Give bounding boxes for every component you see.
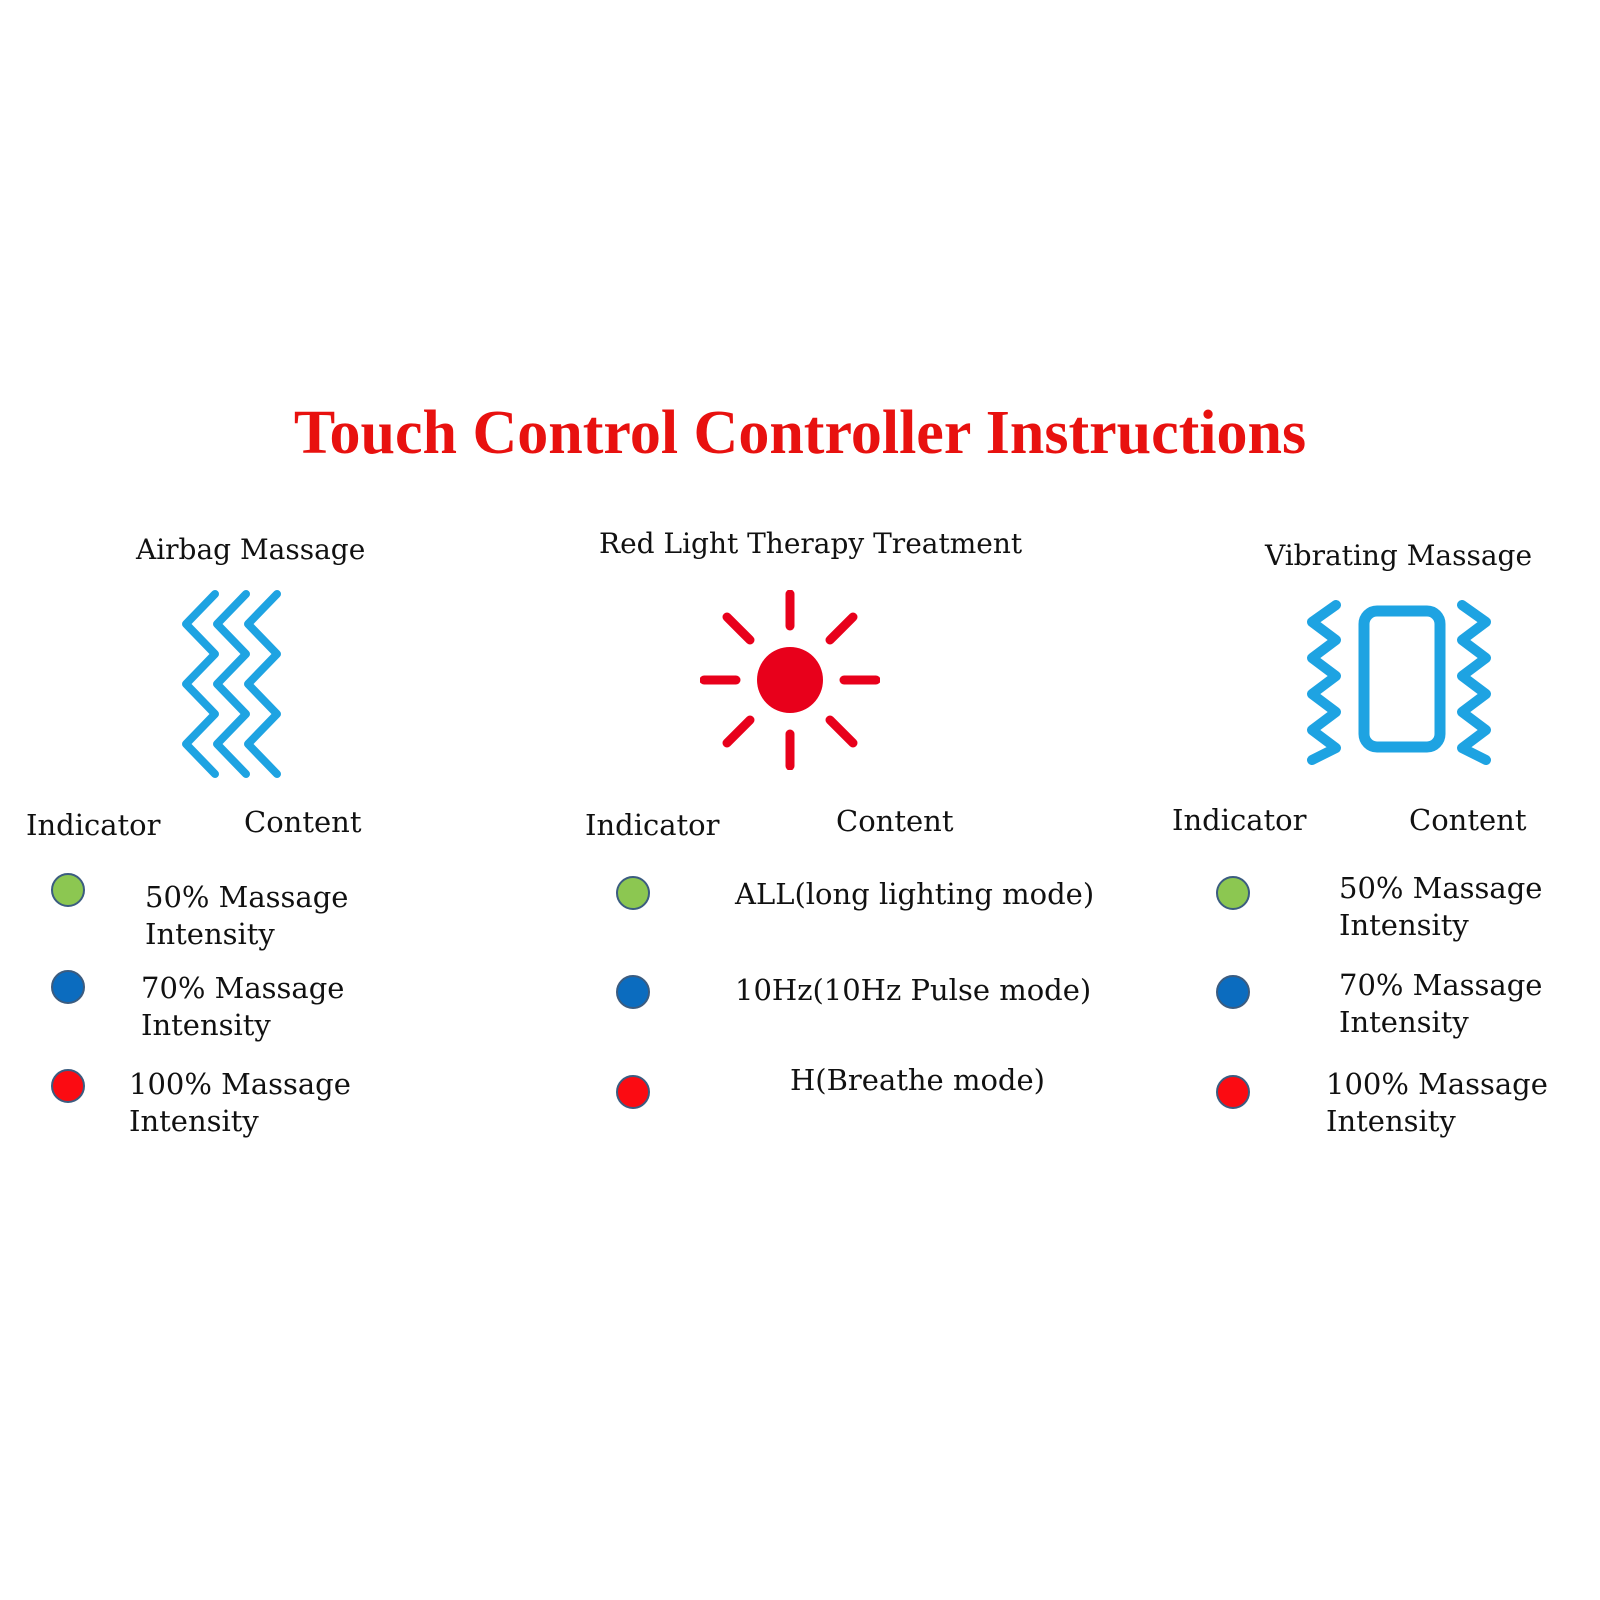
row-text-line: Intensity xyxy=(141,1007,271,1042)
row-text-line: 70% Massage xyxy=(141,971,345,1005)
indicator-header: Indicator xyxy=(1172,803,1307,837)
row-content: 100% Massage Intensity xyxy=(1326,1066,1548,1140)
section-title-vibrating-massage: Vibrating Massage xyxy=(1265,539,1533,572)
row-text-line: 50% Massage xyxy=(1339,871,1543,905)
content-header: Content xyxy=(836,804,954,838)
row-content: 70% Massage Intensity xyxy=(1339,967,1542,1041)
row-text-line: 100% Massage xyxy=(129,1067,351,1101)
indicator-green-dot xyxy=(51,873,85,907)
row-text-line: 50% Massage xyxy=(145,880,349,914)
page-title: Touch Control Controller Instructions xyxy=(293,399,1307,467)
row-text-line: Intensity xyxy=(1339,907,1469,942)
row-text-line: H(Breathe mode) xyxy=(790,1063,1045,1097)
row-text-line: Intensity xyxy=(1339,1004,1469,1039)
sun-icon xyxy=(700,590,880,770)
row-text-line: ALL(long lighting mode) xyxy=(735,877,1095,911)
section-title-airbag-massage: Airbag Massage xyxy=(136,533,366,566)
row-content: 50% Massage Intensity xyxy=(1339,870,1542,944)
content-header: Content xyxy=(1409,803,1527,837)
indicator-green-dot xyxy=(616,876,650,910)
row-text-line: 70% Massage xyxy=(1339,968,1543,1002)
indicator-red-dot xyxy=(1216,1075,1250,1109)
indicator-header: Indicator xyxy=(26,808,161,842)
row-content: 10Hz(10Hz Pulse mode) xyxy=(735,972,1091,1009)
indicator-green-dot xyxy=(1216,876,1250,910)
content-header: Content xyxy=(244,805,362,839)
row-text-line: Intensity xyxy=(129,1103,259,1138)
row-text-line: 100% Massage xyxy=(1326,1067,1548,1101)
row-content: 100% Massage Intensity xyxy=(129,1066,351,1140)
indicator-header: Indicator xyxy=(585,808,720,842)
indicator-blue-dot xyxy=(1216,975,1250,1009)
indicator-red-dot xyxy=(51,1069,85,1103)
row-text-line: 10Hz(10Hz Pulse mode) xyxy=(735,973,1092,1007)
row-content: H(Breathe mode) xyxy=(790,1062,1045,1099)
indicator-blue-dot xyxy=(51,970,85,1004)
row-text-line: Intensity xyxy=(145,916,275,951)
row-text-line: Intensity xyxy=(1326,1103,1456,1138)
row-content: ALL(long lighting mode) xyxy=(735,876,1094,913)
row-content: 50% Massage Intensity xyxy=(145,879,348,953)
row-content: 70% Massage Intensity xyxy=(141,970,344,1044)
indicator-red-dot xyxy=(616,1075,650,1109)
wavy-lines-icon xyxy=(180,590,285,780)
section-title-red-light-therapy: Red Light Therapy Treatment xyxy=(599,527,1023,560)
vibrating-phone-icon xyxy=(1306,600,1492,768)
indicator-blue-dot xyxy=(616,975,650,1009)
